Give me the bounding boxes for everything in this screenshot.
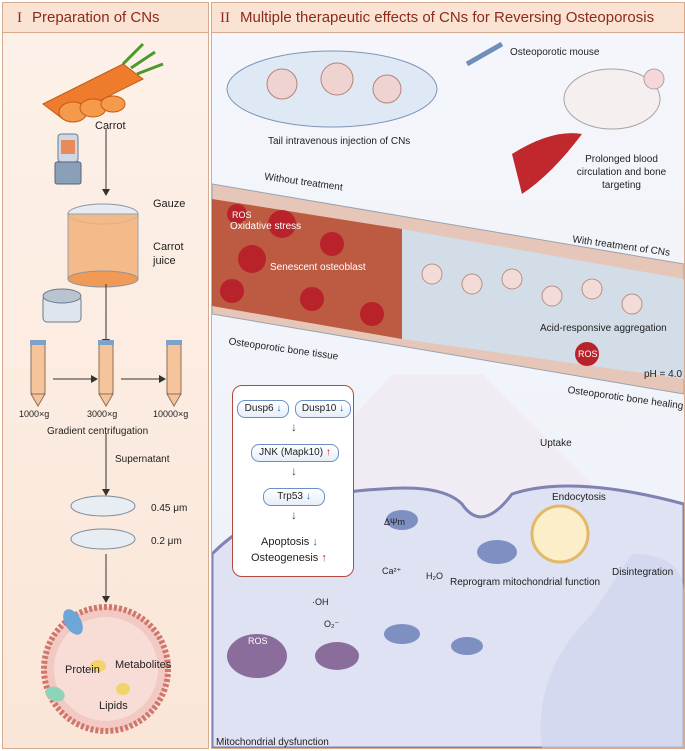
uptake-label: Uptake [540, 438, 572, 449]
blood-vessel [512, 133, 582, 194]
syringe-icon [465, 41, 504, 67]
trp53-pill: Trp53 ↓ [263, 488, 325, 506]
speed-label-2: 3000×g [87, 409, 118, 419]
oxidative-stress-label: Oxidative stress [230, 221, 302, 232]
disintegration-label: Disintegration [612, 567, 674, 578]
therapy-title: Multiple therapeutic effects of CNs for … [240, 9, 655, 26]
signaling-pathway-box: Dusp6 ↓ Dusp10 ↓ ↓ JNK (Mapk10) ↑ ↓ Trp5… [232, 385, 354, 577]
filter-membranes [70, 495, 136, 550]
preparation-title: Preparation of CNs [32, 9, 160, 26]
gauze-jar [67, 203, 139, 288]
centrifuge-tubes [30, 340, 182, 407]
speed-label-1: 1000×g [19, 409, 50, 419]
lipids-label: Lipids [99, 700, 128, 712]
blender-icon [54, 133, 82, 185]
damaged-mitochondrion [227, 634, 287, 678]
dusp6-pill: Dusp6 ↓ [237, 400, 289, 418]
protein-label: Protein [65, 664, 100, 676]
dusp10-pill: Dusp10 ↓ [295, 400, 351, 418]
acid-aggregation-label: Acid-responsive aggregation [540, 323, 667, 334]
endosome [530, 504, 590, 564]
gauze-label: Gauze [153, 198, 186, 210]
ros-stars [220, 204, 599, 366]
therapy-header: II Multiple therapeutic effects of CNs fo… [212, 3, 684, 33]
ros-label: ROS [578, 349, 598, 359]
circulation-label: Prolonged blood circulation and bone tar… [576, 154, 667, 191]
senescent-label: Senescent osteoblast [270, 262, 366, 273]
mitochondrion [477, 540, 517, 564]
ros-label: ROS [248, 636, 268, 646]
carrot-juice-label: Carrot juice [153, 241, 184, 267]
ph-label: pH = 4.0 [644, 369, 683, 380]
endocytosis-label: Endocytosis [552, 492, 606, 503]
ros-label: ROS [232, 210, 252, 220]
injection-label: Tail intravenous injection of CNs [268, 136, 411, 147]
o2-label: O₂⁻ [324, 619, 340, 629]
mouse-illustration [563, 68, 661, 130]
supernatant-label: Supernatant [115, 454, 170, 465]
therapy-panel: II Multiple therapeutic effects of CNs fo… [211, 2, 685, 749]
carrot-illustration [42, 42, 164, 123]
osteogenesis-label: Osteogenesis ↑ [251, 552, 327, 564]
speed-label-3: 10000×g [153, 409, 189, 419]
mito-dysfunction-label: Mitochondrial dysfunction [216, 737, 329, 748]
metabolites-label: Metabolites [115, 659, 172, 671]
reprogram-label: Reprogram mitochondrial function [450, 577, 601, 588]
preparation-header: I Preparation of CNs [3, 3, 208, 33]
preparation-illustration [30, 42, 182, 734]
nucleus [540, 554, 684, 748]
preparation-panel: I Preparation of CNs [2, 2, 209, 749]
filter-size-1: 0.45 μm [151, 503, 188, 514]
panel-numeral: II [220, 10, 230, 26]
delta-psi-label: ΔΨm [384, 517, 406, 527]
centrifuge-icon [42, 288, 82, 323]
mouse-label: Osteoporotic mouse [510, 47, 600, 58]
jnk-pill: JNK (Mapk10) ↑ [251, 444, 339, 462]
carrot-nanovesicle [41, 604, 171, 734]
apoptosis-label: Apoptosis ↓ [261, 536, 318, 548]
oh-label: ·OH [312, 597, 329, 607]
ca-label: Ca²⁺ [382, 566, 402, 576]
gradient-label: Gradient centrifugation [47, 426, 149, 437]
carrot-label: Carrot [95, 120, 126, 132]
h2o-label: H₂O [426, 571, 443, 581]
filter-size-2: 0.2 μm [151, 536, 182, 547]
panel-numeral: I [17, 10, 22, 26]
